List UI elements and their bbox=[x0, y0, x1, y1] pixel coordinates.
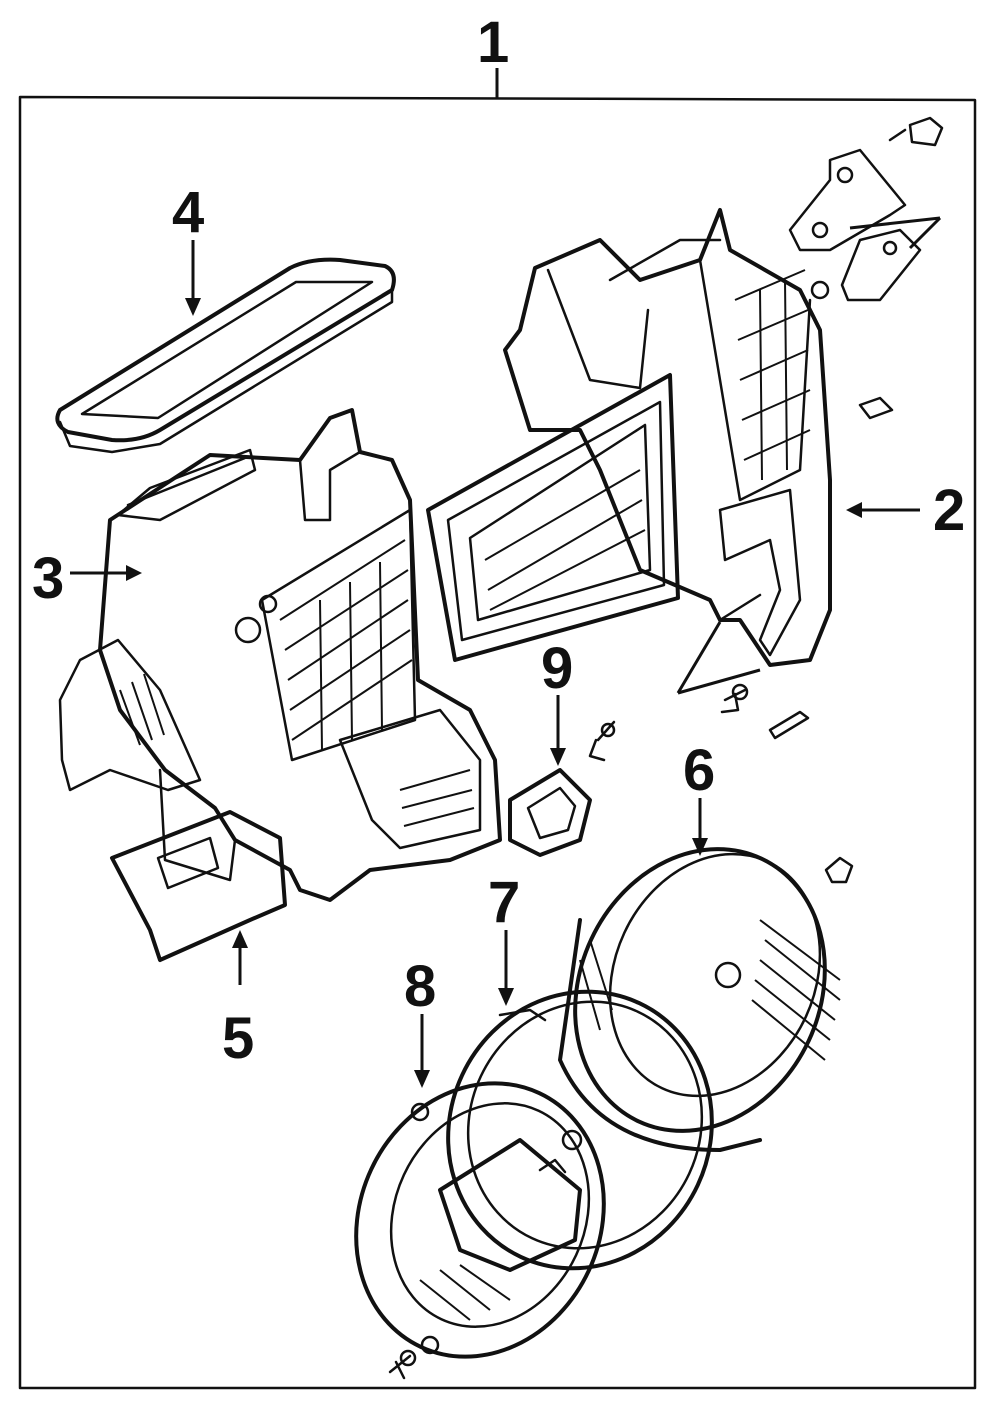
callout-4: 4 bbox=[172, 180, 204, 245]
ring-part-7 bbox=[446, 989, 714, 1271]
callout-2: 2 bbox=[933, 478, 965, 543]
callout-3: 3 bbox=[32, 546, 64, 611]
resistor-part-9 bbox=[508, 720, 616, 857]
core-panel bbox=[426, 373, 680, 662]
cover-part-5 bbox=[110, 810, 287, 962]
housing-part-2 bbox=[503, 208, 832, 667]
callout-6: 6 bbox=[683, 738, 715, 803]
callout-leaders bbox=[70, 216, 942, 1088]
housing-part-3 bbox=[58, 408, 502, 902]
gasket-part-4 bbox=[55, 257, 396, 454]
fasteners bbox=[388, 683, 854, 1380]
callout-7: 7 bbox=[488, 870, 520, 935]
assembly-frame bbox=[18, 95, 977, 1390]
blower-wheel-part-6 bbox=[558, 847, 841, 1152]
bracket-parts bbox=[788, 116, 944, 420]
motor-part-8 bbox=[354, 1081, 606, 1359]
callout-8: 8 bbox=[404, 954, 436, 1019]
callout-9: 9 bbox=[541, 636, 573, 701]
callout-1: 1 bbox=[477, 10, 509, 75]
callout-5: 5 bbox=[222, 1006, 254, 1071]
